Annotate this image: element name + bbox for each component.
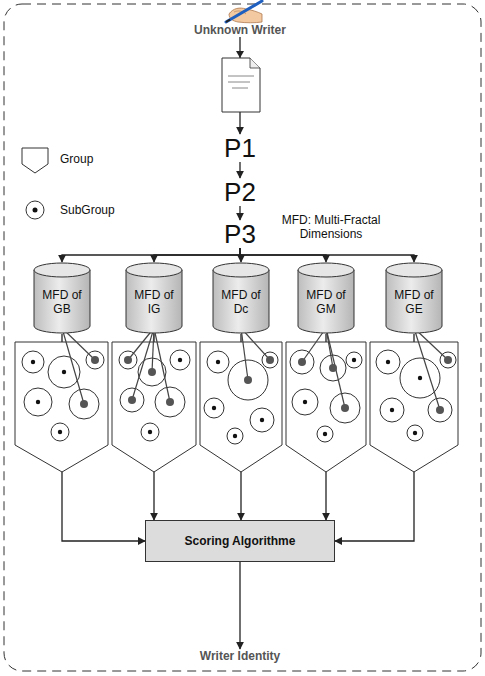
step-label: Writer Identity [200,650,280,662]
flow-arrow [240,248,414,262]
group-pentagon [112,328,196,472]
database-label: MFD of IG [131,289,177,317]
step-label: P2 [224,179,256,205]
process-step: P2 [222,178,258,206]
flow-arrow [62,248,240,262]
database-cylinder: MFD of GB [33,262,91,334]
database-cylinder: MFD of GM [297,262,355,334]
database-cylinder: MFD of Dc [212,262,270,334]
step-label: P1 [224,135,256,161]
flow-arrow [239,562,240,649]
group-pentagon [15,328,108,472]
process-step: P1 [222,134,258,162]
group-pentagon [286,328,366,472]
legend-label: Group [60,152,93,166]
group-pentagon [370,328,458,472]
legend-label: SubGroup [60,203,115,217]
database-label: MFD of GB [39,289,85,317]
writer-label: Unknown Writer [192,23,288,37]
database-cylinder: MFD of GE [385,262,443,334]
flow-arrow [154,248,240,262]
box-label: Scoring Algorithme [185,534,296,548]
process-step: P3 [222,220,258,248]
database-label: MFD of GM [303,289,349,317]
document-icon [222,51,260,112]
hand-pen-icon [226,1,262,23]
step-label: P3 [224,221,256,247]
output-label: Writer Identity [198,649,282,663]
legend-samples [22,148,48,219]
step-label: Unknown Writer [194,24,286,36]
frame-border [4,4,481,671]
flow-arrow [239,162,240,178]
note-label: MFD: Multi-Fractal Dimensions [266,214,396,242]
database-label: MFD of GE [391,289,437,317]
database-cylinder: MFD of IG [125,262,183,334]
process-box: Scoring Algorithme [145,520,335,562]
group-illustrations [15,328,458,472]
group-pentagon [200,328,282,472]
flow-arrow [239,206,240,220]
database-label: MFD of Dc [218,289,264,317]
